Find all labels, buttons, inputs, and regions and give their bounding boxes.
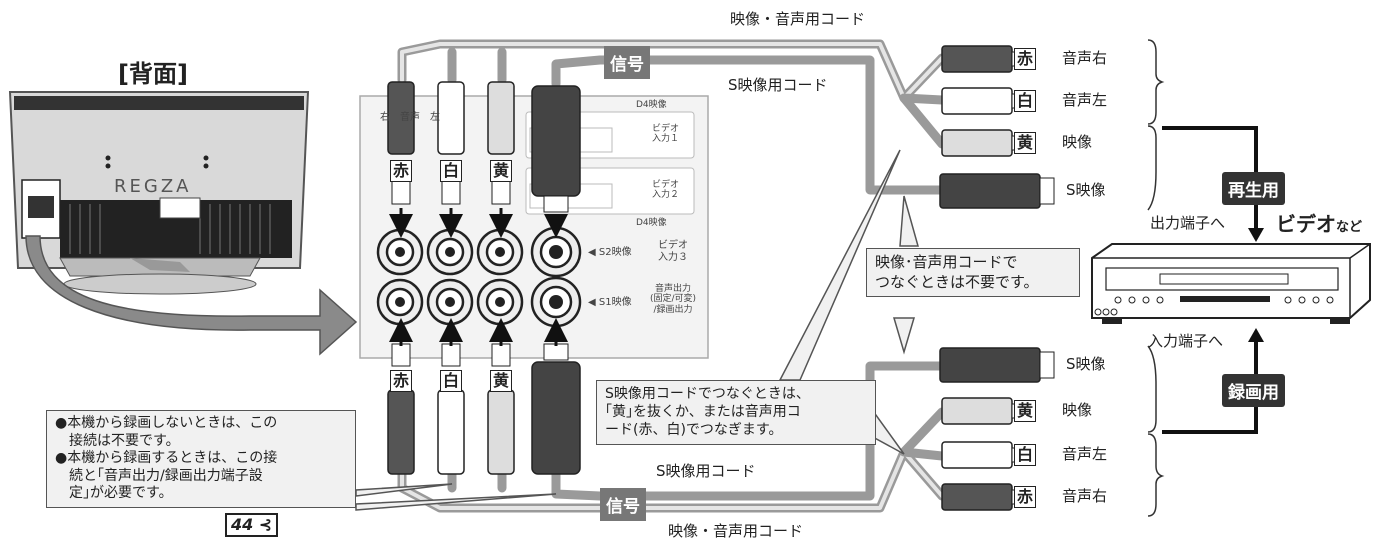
right-tag-yellow-bottom: 黄 (1014, 400, 1037, 422)
right-tag-white-bottom: 白 (1014, 444, 1037, 466)
panel-s2-video: ◀ S2映像 (588, 247, 632, 258)
brand-logo: REGZA (114, 176, 192, 197)
panel-d4-bottom: D4映像 (636, 218, 667, 228)
label-audio-right-top: 音声右 (1062, 49, 1108, 67)
up-arrows (389, 318, 568, 346)
label-audio-left-bottom: 音声左 (1062, 445, 1108, 463)
vcr-device (1091, 243, 1371, 324)
plug-tag-yellow-top: 黄 (490, 160, 513, 182)
panel-s1-video: ◀ S1映像 (588, 297, 632, 308)
label-audio-right-bottom: 音声右 (1062, 487, 1108, 505)
input-terminal-label: 入力端子へ (1148, 332, 1224, 350)
page-reference-icon: 44 ⊰ (225, 513, 279, 537)
page-reference-number: 44 (231, 515, 254, 534)
down-arrows (389, 208, 568, 238)
right-plugs-top (939, 45, 1055, 209)
callout-av-not-needed: 映像･音声用コードで つなぐときは不要です。 (866, 248, 1080, 297)
plug-tag-white-top: 白 (440, 160, 463, 182)
right-plugs-bottom (939, 347, 1055, 511)
cord-label-s-top: S映像用コード (728, 76, 828, 94)
callout-pointers (355, 149, 919, 511)
panel-plugs-bottom (387, 343, 581, 475)
tv-rear-illustration (8, 91, 310, 295)
panel-audio-header: 右 音声 左 (380, 112, 440, 123)
playback-badge: 再生用 (1222, 172, 1285, 205)
plug-tag-red-top: 赤 (390, 160, 413, 182)
plug-tag-yellow-bottom: 黄 (490, 370, 513, 392)
braces (1147, 39, 1165, 517)
label-s-video-top: S映像 (1066, 181, 1106, 199)
callout-s-cord-note: S映像用コードでつなぐときは、 ｢黄｣を抜くか、または音声用コ ード(赤、白)で… (596, 380, 876, 445)
cables (397, 39, 947, 513)
output-terminal-label: 出力端子へ (1150, 214, 1226, 232)
panel-plugs-top (387, 81, 581, 213)
signal-arrow-top: 信号 (604, 46, 650, 79)
label-video-top: 映像 (1062, 133, 1093, 151)
panel-video-input-1: ビデオ 入力１ (652, 124, 680, 145)
record-badge: 録画用 (1222, 374, 1285, 407)
right-tag-red-top: 赤 (1014, 48, 1037, 70)
note-line-1: ●本機から録画しないときは、この 接続は不要です。 (55, 415, 278, 449)
panel-video-input-2: ビデオ 入力２ (652, 180, 680, 201)
right-tag-red-bottom: 赤 (1014, 486, 1037, 508)
right-tag-yellow-top: 黄 (1014, 132, 1037, 154)
terminal-panel (359, 95, 709, 359)
panel-video-input-3: ビデオ 入力３ (658, 240, 688, 263)
cord-label-av-top: 映像・音声用コード (730, 10, 866, 28)
note-line-2: ●本機から録画するときは、この接 続と｢音声出力/録画出力端子設 定｣が必要です… (55, 450, 278, 501)
label-audio-left-top: 音声左 (1062, 91, 1108, 109)
zoom-arrow (25, 235, 358, 356)
panel-audio-output: 音声出力 (固定/可変) /録画出力 (650, 284, 697, 315)
back-label: [背面] (118, 60, 188, 88)
plug-tag-red-bottom: 赤 (390, 370, 413, 392)
device-label: ビデオなど (1276, 212, 1363, 236)
plug-tag-white-bottom: 白 (440, 370, 463, 392)
panel-d4-top: D4映像 (636, 100, 667, 110)
label-s-video-bottom: S映像 (1066, 355, 1106, 373)
signal-arrow-bottom: 信号 (600, 488, 646, 521)
right-tag-white-top: 白 (1014, 90, 1037, 112)
cord-label-av-bottom: 映像・音声用コード (668, 522, 804, 540)
cord-label-s-bottom: S映像用コード (656, 462, 756, 480)
label-video-bottom: 映像 (1062, 401, 1093, 419)
bottom-note: ●本機から録画しないときは、この 接続は不要です。 ●本機から録画するときは、こ… (46, 410, 356, 537)
